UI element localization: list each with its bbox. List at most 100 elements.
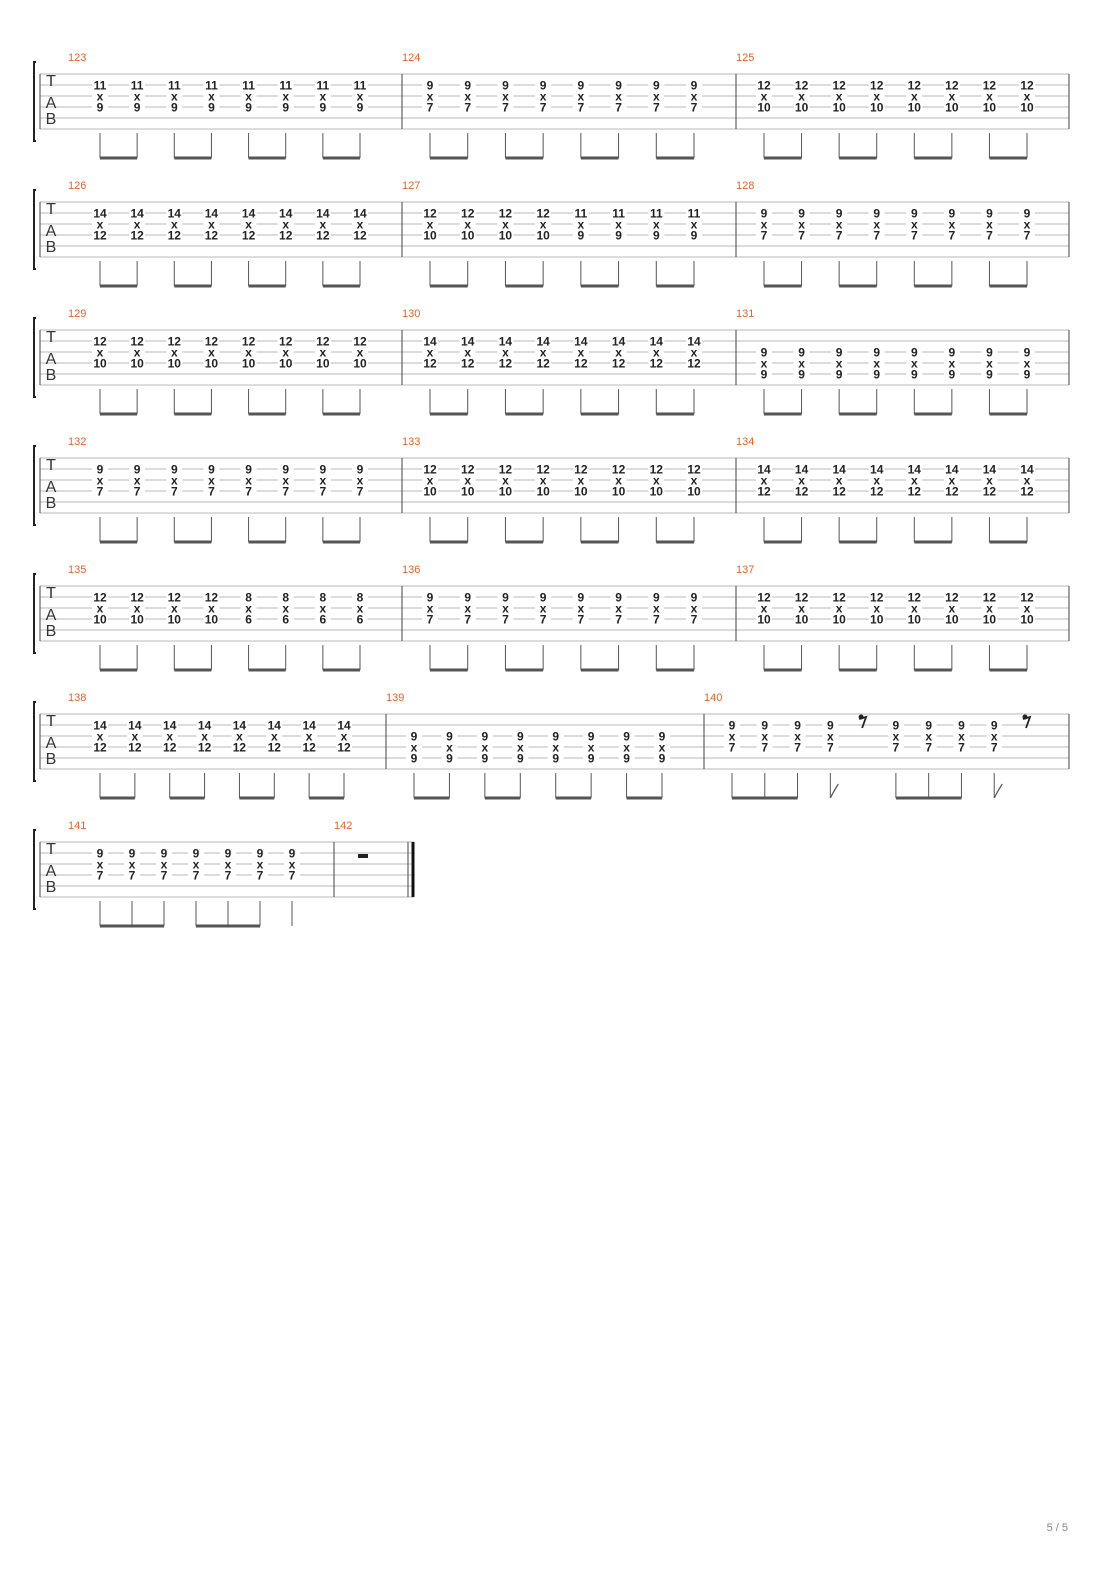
fret-number: 11 [205,79,218,93]
tab-clef-letter: T [46,457,56,474]
tab-chord: 9x7 [352,463,368,499]
dead-note: x [225,858,232,872]
fret-number: 9 [411,752,418,766]
fret-number: 14 [612,335,626,349]
measure-number: 139 [386,692,404,704]
fret-number: 14 [279,207,293,221]
fret-number: 14 [650,335,664,349]
tab-chord: 9x7 [156,847,172,883]
dead-note: x [911,602,918,616]
dead-note: x [911,90,918,104]
tab-chord: 9x7 [756,207,772,243]
fret-number: 7 [578,613,585,627]
tab-chord: 9x7 [831,207,848,243]
fret-number: 10 [908,613,922,627]
dead-note: x [341,730,348,744]
fret-number: 9 [794,719,801,733]
fret-number: 9 [761,346,768,360]
tab-chord: 9x7 [220,847,236,883]
fret-number: 9 [729,719,736,733]
fret-number: 11 [575,207,588,221]
fret-number: 9 [653,591,660,605]
fret-number: 7 [502,613,509,627]
tab-chord: 9x7 [535,79,552,115]
fret-number: 14 [983,463,997,477]
fret-number: 7 [794,741,801,755]
tab-chord: 9x9 [512,730,529,766]
fret-number: 7 [827,741,834,755]
system-bracket [33,445,36,526]
fret-number: 12 [279,229,293,243]
fret-number: 9 [225,847,232,861]
dead-note: x [911,357,918,371]
dead-note: x [949,474,956,488]
fret-number: 9 [691,79,698,93]
tab-chord: 9x7 [943,207,960,243]
dead-note: x [320,602,327,616]
fret-number: 9 [691,229,698,243]
tab-clef-letter: B [46,495,57,512]
fret-number: 14 [832,463,846,477]
fret-number: 12 [536,357,550,371]
dead-note: x [761,474,768,488]
dead-note: x [761,730,768,744]
dead-note: x [171,346,178,360]
fret-number: 6 [357,613,364,627]
fret-number: 9 [208,463,215,477]
dead-note: x [798,474,805,488]
fret-number: 12 [908,591,922,605]
fret-number: 10 [687,485,701,499]
dead-note: x [986,474,993,488]
tab-chord: 9x7 [277,463,294,499]
tab-clef-letter: B [46,367,57,384]
fret-number: 12 [908,79,922,93]
fret-number: 10 [870,101,884,115]
fret-number: 12 [687,357,701,371]
eighth-rest [858,714,868,729]
measure-number: 133 [402,436,420,448]
tab-clef-letter: T [46,73,56,90]
tab-clef-letter: T [46,585,56,602]
tab-system: TAB13512x1012x1012x1012x108x68x68x68x613… [33,564,1070,672]
measure-number: 134 [736,436,754,448]
fret-number: 7 [245,485,252,499]
fret-number: 12 [337,741,351,755]
dead-note: x [991,730,998,744]
fret-number: 14 [870,463,884,477]
tab-clef-letter: A [46,607,57,624]
fret-number: 9 [893,719,900,733]
dead-note: x [482,741,489,755]
fret-number: 11 [279,79,292,93]
fret-number: 7 [729,741,736,755]
fret-number: 14 [499,335,513,349]
fret-number: 12 [612,357,626,371]
tab-chord: 9x9 [981,346,998,382]
fret-number: 7 [986,229,993,243]
measure-number: 126 [68,180,86,192]
dead-note: x [282,602,289,616]
dead-note: x [873,474,880,488]
fret-number: 10 [168,613,182,627]
fret-number: 12 [461,207,475,221]
dead-note: x [97,90,104,104]
fret-number: 12 [461,357,475,371]
fret-number: 11 [317,79,330,93]
fret-number: 12 [870,485,884,499]
dead-note: x [949,602,956,616]
dead-note: x [171,602,178,616]
fret-number: 9 [659,752,666,766]
fret-number: 9 [502,79,509,93]
